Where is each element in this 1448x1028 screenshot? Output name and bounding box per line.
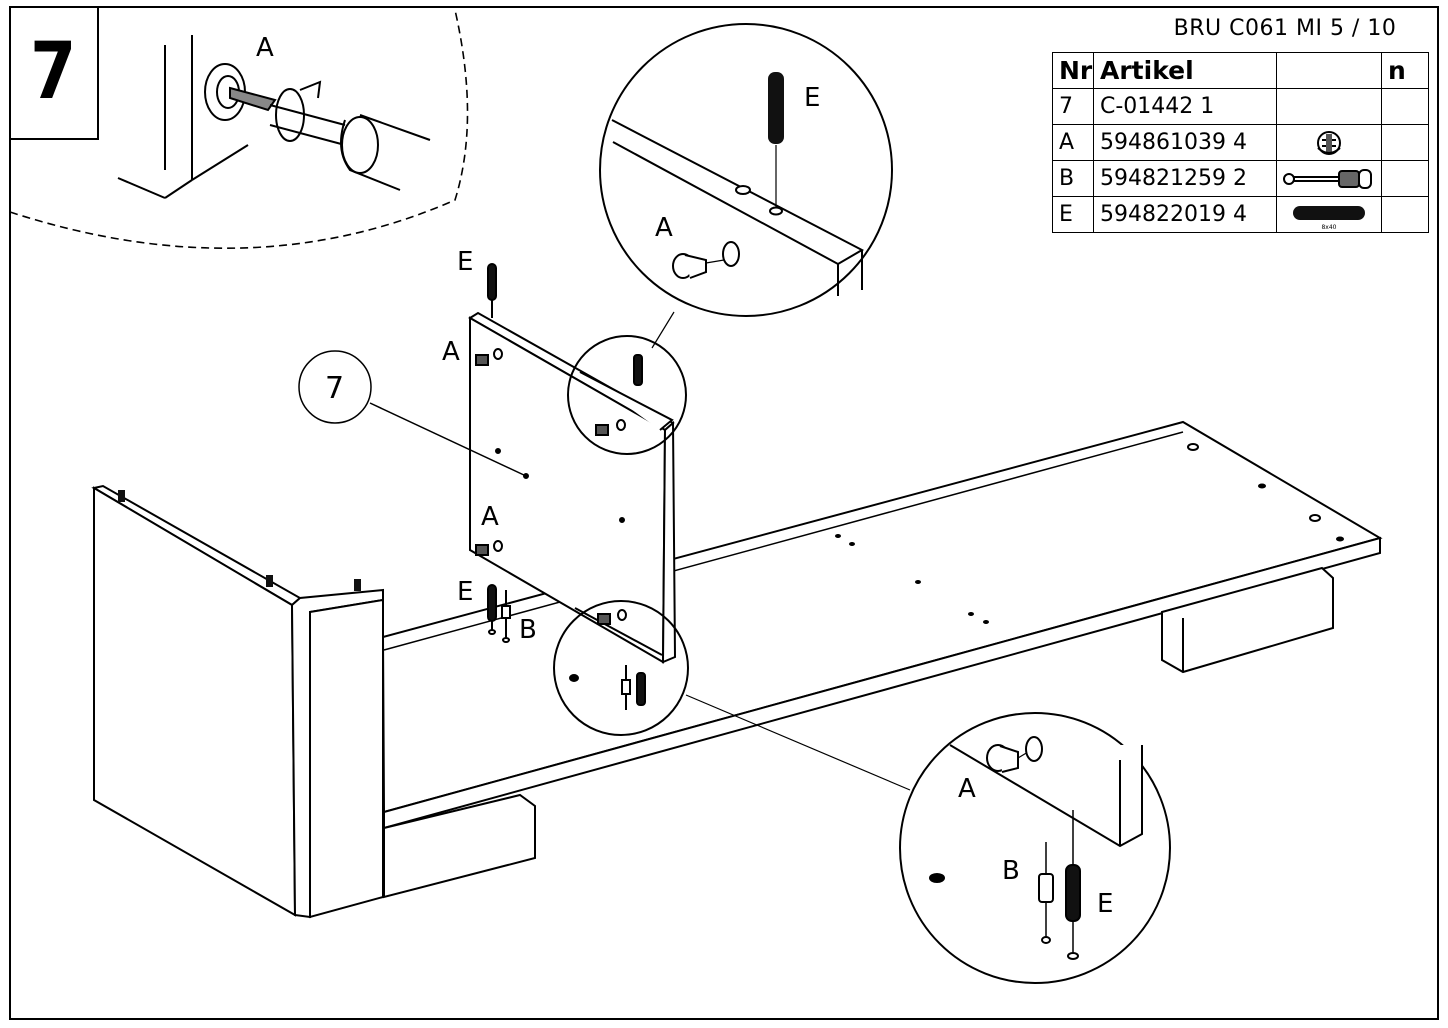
row-image: 8x40	[1276, 196, 1382, 233]
label-cam-zoom: A	[958, 774, 976, 804]
label-part-number: 7	[325, 371, 344, 406]
zoom-top-content	[611, 89, 865, 296]
zoom-bottom-content	[929, 736, 1143, 960]
parts-row: E 594822019 4 8x40	[1052, 196, 1429, 233]
part-callout	[298, 350, 527, 477]
letter-labels: A E A E A A E B A B E 7	[256, 33, 1113, 919]
vertical-panel-7	[468, 263, 677, 664]
row-n	[1381, 124, 1429, 161]
row-qty: 4	[1232, 202, 1247, 227]
row-image	[1276, 160, 1382, 197]
screwdriver-detail	[9, 9, 469, 249]
row-code: C-01442	[1100, 94, 1194, 119]
header-image	[1276, 52, 1382, 89]
parts-table-header: Nr Artikel n	[1052, 52, 1429, 89]
document-code: BRU C061 MI 5 / 10	[1173, 16, 1397, 41]
parts-table: Nr Artikel n 7 C-01442 1 A 594861039 4	[1052, 52, 1429, 233]
label-cam-panel-top: A	[442, 337, 460, 367]
label-cam-panel-bottom: A	[481, 502, 499, 532]
header-artikel: Artikel	[1093, 52, 1277, 89]
cam-lock-icon	[1317, 130, 1341, 155]
row-artikel: 594822019 4	[1093, 196, 1277, 233]
row-artikel: C-01442 1	[1093, 88, 1277, 125]
label-cam-top: A	[655, 213, 673, 243]
row-n	[1381, 88, 1429, 125]
row-image	[1276, 88, 1382, 125]
dowel-size-caption: 8x40	[1321, 224, 1336, 231]
row-qty: 1	[1200, 94, 1215, 119]
parts-row: 7 C-01442 1	[1052, 88, 1429, 125]
side-panel	[91, 484, 384, 919]
row-qty: 2	[1232, 166, 1247, 191]
label-cam-detail: A	[256, 33, 274, 63]
row-n	[1381, 196, 1429, 233]
panel-holes	[835, 443, 1344, 624]
bottom-panel	[381, 420, 1383, 899]
label-dowel-panel-top: E	[457, 247, 473, 277]
label-bolt-zoom: B	[1002, 856, 1020, 886]
label-dowel-top: E	[804, 83, 820, 113]
row-artikel: 594861039 4	[1093, 124, 1277, 161]
row-code: 594821259	[1100, 166, 1226, 191]
label-bolt-panel: B	[519, 615, 537, 645]
row-qty: 4	[1232, 130, 1247, 155]
wooden-dowel-icon: 8x40	[1293, 205, 1365, 231]
step-number: 7	[29, 27, 77, 117]
zoom-circles	[553, 23, 1171, 984]
page-frame	[9, 6, 1439, 1020]
step-box: 7	[9, 6, 99, 140]
row-nr: A	[1052, 124, 1094, 161]
header-nr: Nr	[1052, 52, 1094, 89]
header-n: n	[1381, 52, 1429, 89]
parts-row: A 594861039 4	[1052, 124, 1429, 161]
zoom-small-content	[569, 354, 674, 710]
row-code: 594822019	[1100, 202, 1226, 227]
row-code: 594861039	[1100, 130, 1226, 155]
label-dowel-panel-bottom: E	[457, 577, 473, 607]
label-dowel-zoom: E	[1097, 889, 1113, 919]
cam-bolt-icon	[1283, 168, 1372, 189]
zoom-dowel	[768, 72, 784, 144]
